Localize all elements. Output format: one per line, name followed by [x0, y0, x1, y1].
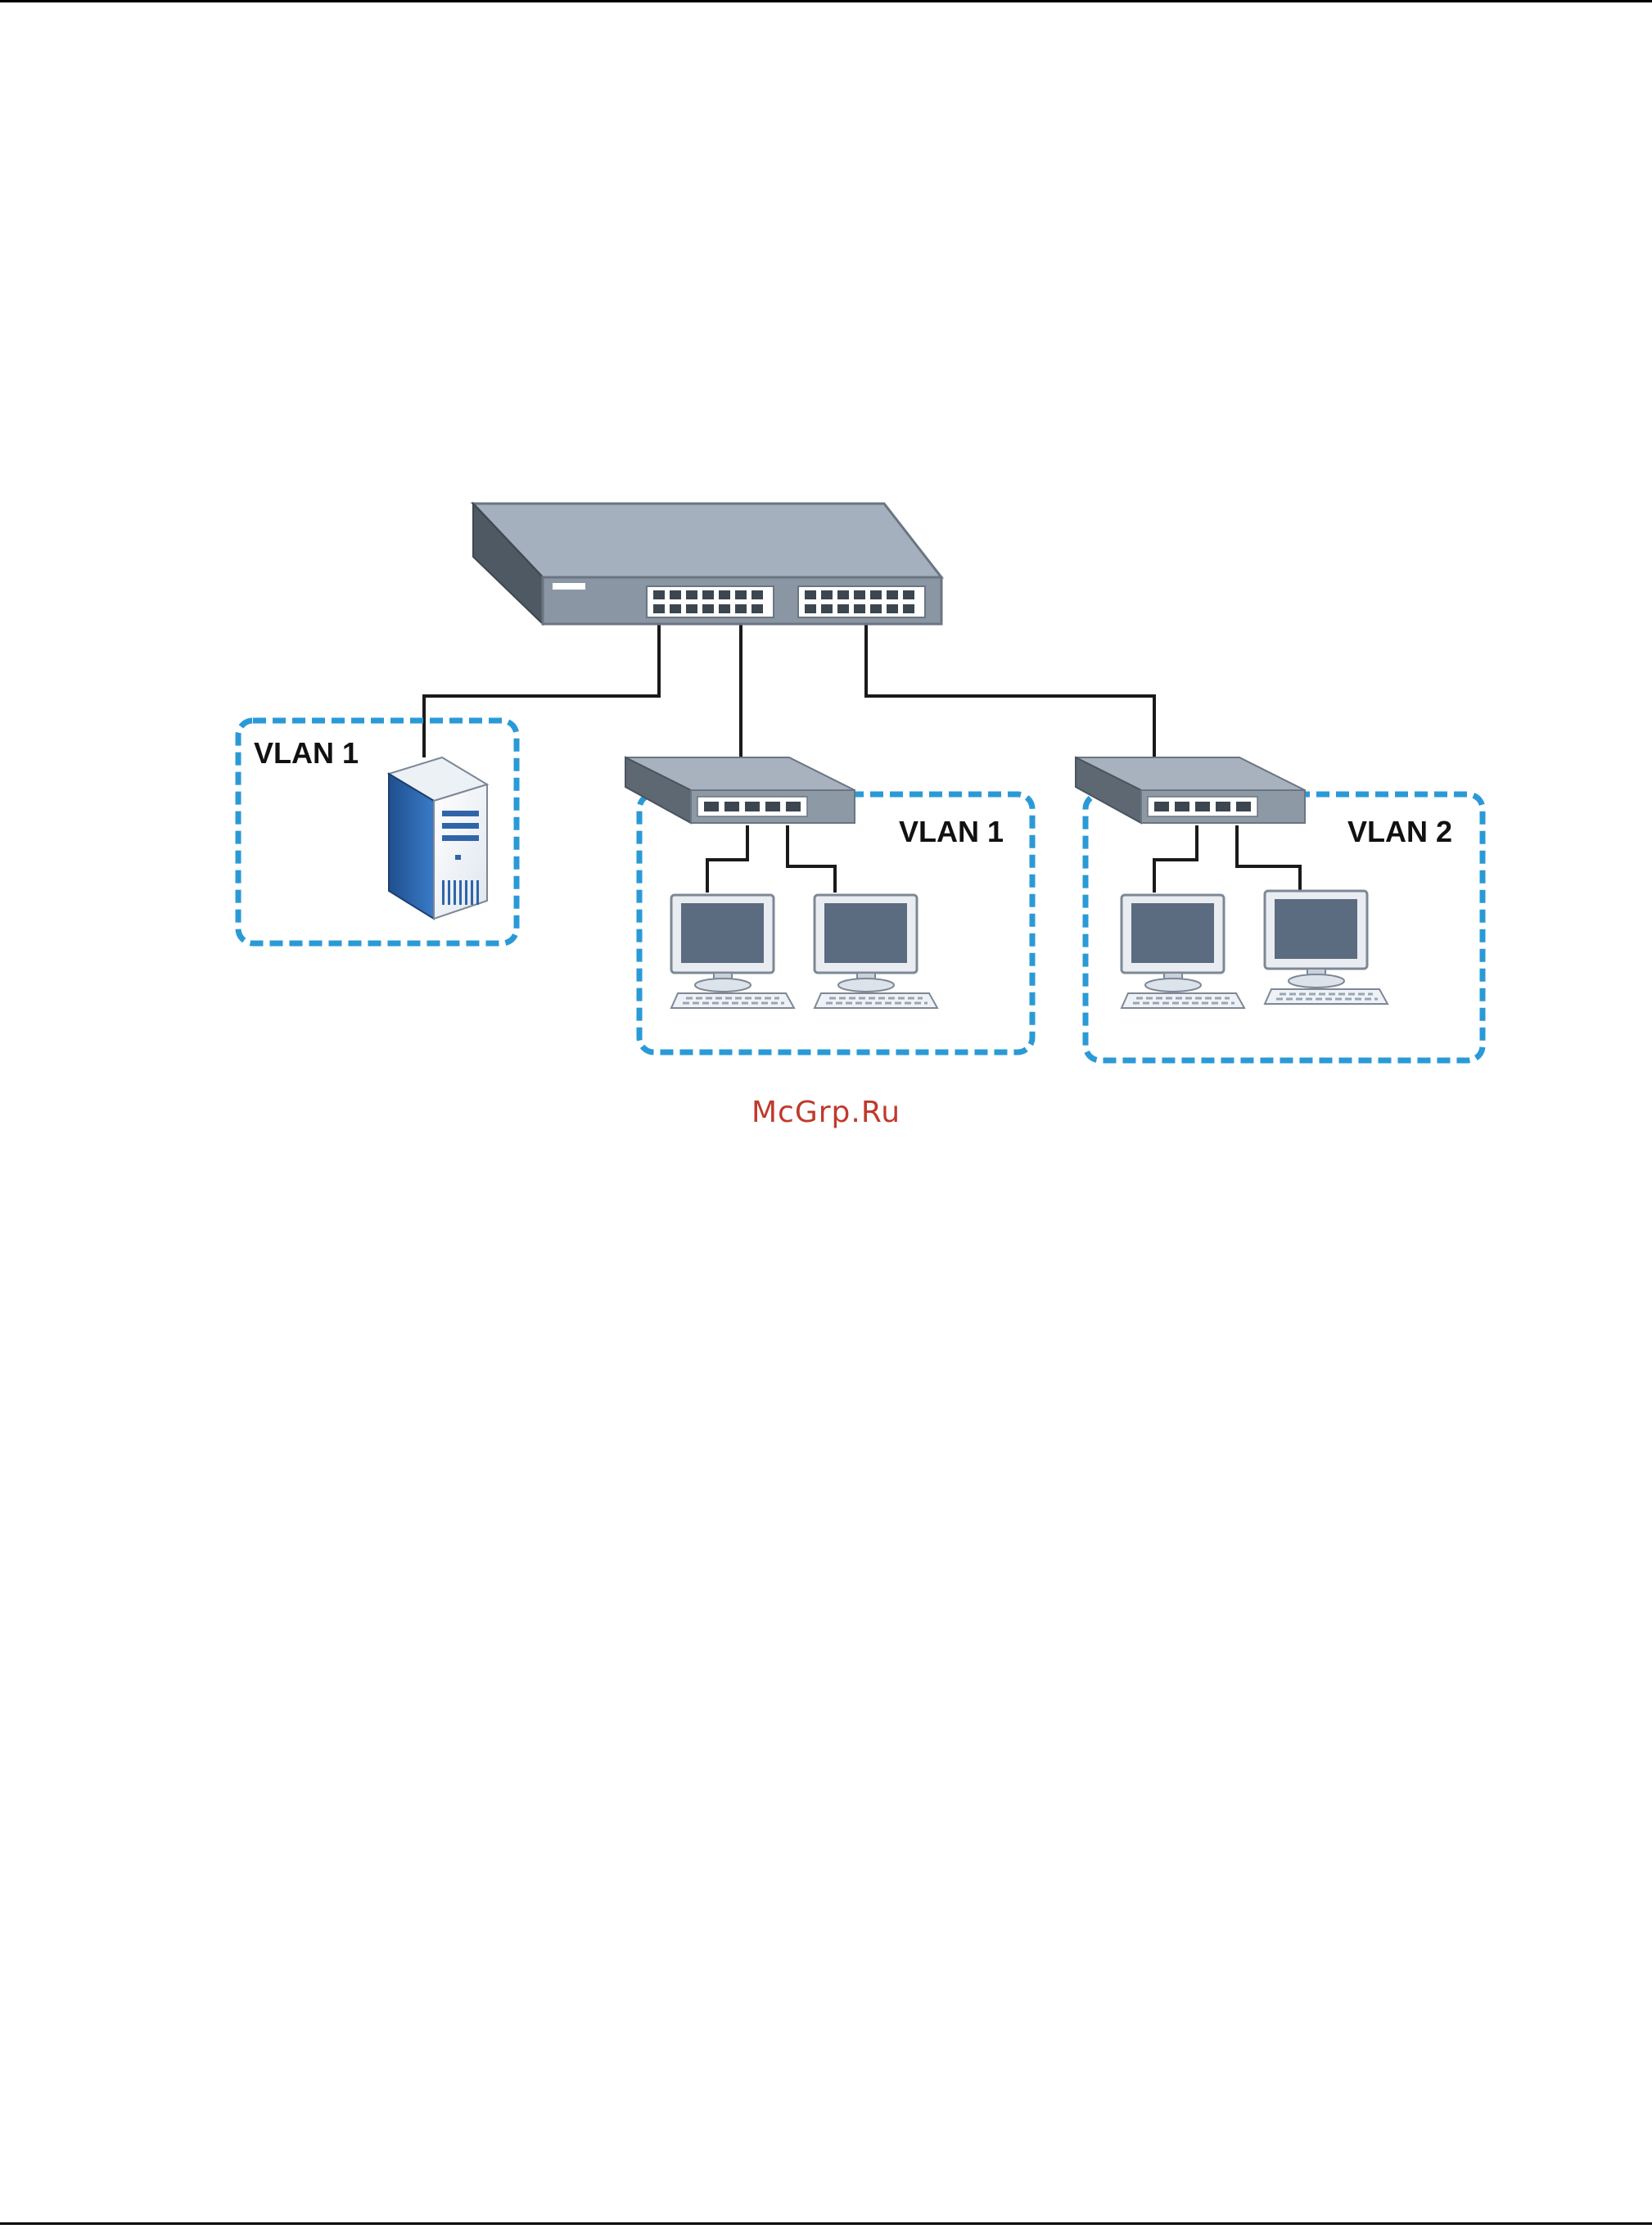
link-core-server — [424, 622, 659, 757]
computer-icon — [1265, 891, 1388, 1004]
link-core-switch-b — [866, 622, 1154, 757]
link-switch-a-pc2 — [788, 825, 835, 893]
core-switch-icon — [473, 504, 941, 624]
watermark: McGrp.Ru — [0, 1096, 1652, 1129]
bottom-rule — [0, 2222, 1652, 2225]
access-switch-icon — [625, 757, 855, 823]
link-switch-a-pc1 — [707, 825, 747, 893]
link-switch-b-pc1 — [1154, 825, 1197, 893]
computer-icon — [1122, 895, 1244, 1008]
vlan-label-right: VLAN 2 — [1347, 815, 1452, 848]
computer-icon — [815, 895, 937, 1008]
access-switch-icon — [1076, 757, 1305, 823]
link-switch-b-pc2 — [1237, 825, 1300, 893]
vlan-label-middle: VLAN 1 — [899, 815, 1004, 848]
computer-icon — [671, 895, 794, 1008]
server-icon — [389, 757, 487, 919]
vlan-label-left: VLAN 1 — [254, 736, 359, 770]
